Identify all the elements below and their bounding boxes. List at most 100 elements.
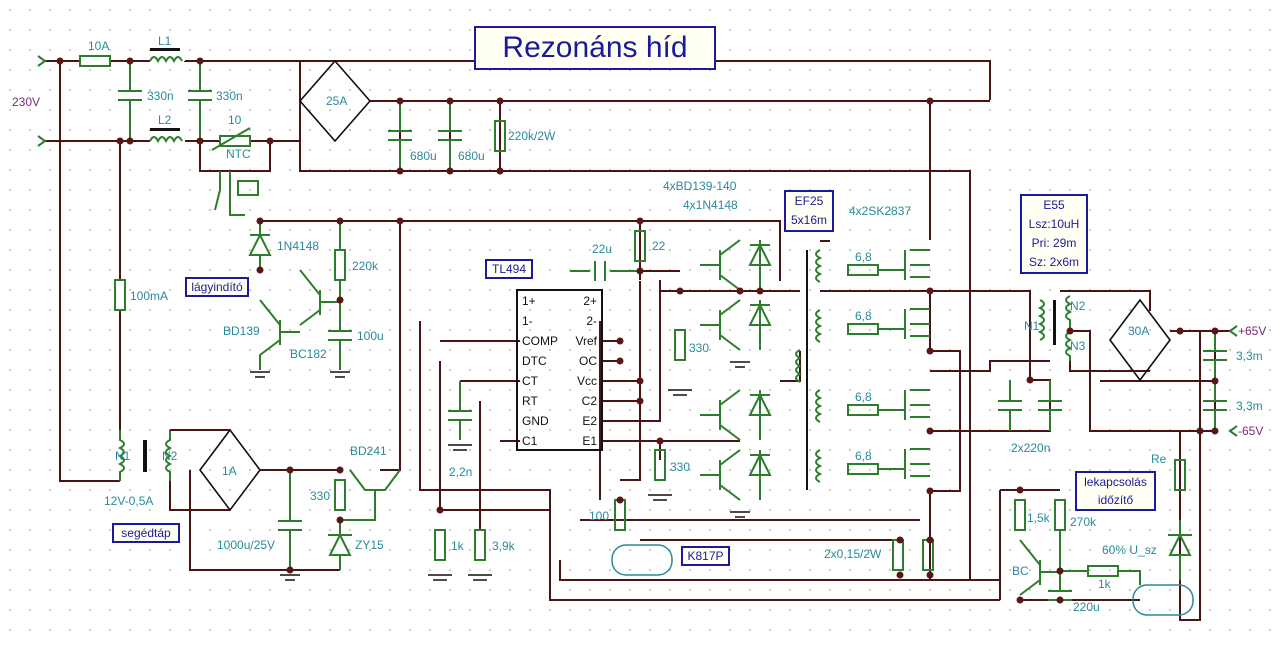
label-bd139-140: 4xBD139-140 <box>663 179 737 193</box>
label-230v: 230V <box>12 95 40 109</box>
label-220k: 220k <box>352 259 379 273</box>
label-330-top: 330 <box>689 341 709 355</box>
label-re: Re <box>1151 452 1167 466</box>
label-gate-res-4: 6,8 <box>855 449 872 463</box>
label-1k-shutdown: 1k <box>1098 577 1112 591</box>
label-bc: BC <box>1012 564 1029 578</box>
label-ntc-value: 10 <box>228 113 242 127</box>
label-shunt: 2x0,15/2W <box>824 547 882 561</box>
label-fuse: 10A <box>88 39 109 53</box>
label-out-n2: N2 <box>1070 299 1086 313</box>
title-box: Rezonáns híd <box>474 26 716 70</box>
label-2-2n: 2,2n <box>449 465 472 479</box>
cap-x2 <box>188 61 212 141</box>
svg-text:E1: E1 <box>582 434 597 448</box>
tl494-pins: 1+ 1- COMP DTC CT RT GND C1 2+ 2- Vref O… <box>522 294 598 448</box>
optocoupler-shutdown <box>1132 584 1194 616</box>
inductor-l1 <box>149 56 183 64</box>
labels: 230V 10A L1 L2 330n 330n 10 NTC 25A 680u… <box>12 34 1266 614</box>
svg-text:E2: E2 <box>582 414 597 428</box>
svg-text:RT: RT <box>522 394 538 408</box>
svg-text:C2: C2 <box>582 394 598 408</box>
terminals[interactable] <box>37 55 1238 437</box>
label-cap-x2: 330n <box>216 89 243 103</box>
label-2sk2837: 4x2SK2837 <box>849 204 911 218</box>
terminal-230v-l <box>37 55 47 67</box>
label-gate-res-1: 6,8 <box>855 250 872 264</box>
shutdown-timer-box: lekapcsolás időzítő <box>1075 471 1156 511</box>
optocoupler-k817p <box>611 544 673 576</box>
label-l1: L1 <box>158 34 172 48</box>
svg-text:DTC: DTC <box>522 354 547 368</box>
label-l2: L2 <box>158 113 172 127</box>
label-zy15: ZY15 <box>355 538 384 552</box>
label-12v: 12V-0,5A <box>104 494 153 508</box>
tl494-box: TL494 <box>485 259 533 279</box>
label-bd139: BD139 <box>223 324 260 338</box>
terminal-230v-n <box>37 135 47 147</box>
svg-text:Vref: Vref <box>575 334 597 348</box>
label-bridge-1a: 1A <box>222 464 237 478</box>
aux-supply-box: segédtáp <box>112 523 180 543</box>
label-cap-x1: 330n <box>147 89 174 103</box>
label-bridge-30a: 30A <box>1128 324 1149 338</box>
softstart-box: lágyindító <box>185 277 249 297</box>
svg-text:1-: 1- <box>522 314 533 328</box>
svg-text:GND: GND <box>522 414 549 428</box>
label-100u: 100u <box>357 329 384 343</box>
svg-text:CT: CT <box>522 374 539 388</box>
label-22u: 22u <box>592 242 612 256</box>
terminal-plus65v <box>1228 325 1238 337</box>
label-4x1n4148: 4x1N4148 <box>683 198 738 212</box>
label-bc182: BC182 <box>290 347 327 361</box>
label-1-5k: 1,5k <box>1027 511 1051 525</box>
label-270k: 270k <box>1070 515 1097 529</box>
components <box>79 48 1227 616</box>
label-out-n1: N1 <box>1024 319 1040 333</box>
ef25-box: EF25 5x16m <box>784 190 834 232</box>
label-22: 22 <box>652 239 666 253</box>
label-100: 100 <box>589 509 609 523</box>
label-aux-n1: N1 <box>115 449 131 463</box>
label-60pct: 60% U_sz <box>1102 543 1157 557</box>
e55-box: E55 Lsz:10uH Pri: 29m Sz: 2x6m <box>1020 194 1088 274</box>
terminal-minus65v <box>1228 425 1238 437</box>
label-cap-bottom: 3,3m <box>1236 399 1263 413</box>
label-bleeder: 220k/2W <box>508 129 556 143</box>
tl494-ic <box>516 289 603 451</box>
label-bd241: BD241 <box>350 444 387 458</box>
label-out-n3: N3 <box>1070 339 1086 353</box>
junctions <box>56 57 1219 604</box>
relay-coil <box>237 180 259 196</box>
page-title: Rezonáns híd <box>502 31 688 64</box>
bridge-1a <box>199 428 261 512</box>
svg-text:1+: 1+ <box>522 294 536 308</box>
label-cap-top: 3,3m <box>1236 349 1263 363</box>
svg-text:COMP: COMP <box>522 334 558 348</box>
label-cap1: 680u <box>410 149 437 163</box>
label-aux-n2: N2 <box>162 449 178 463</box>
svg-text:2+: 2+ <box>583 294 597 308</box>
label-2x220n: 2x220n <box>1011 441 1050 455</box>
svg-text:OC: OC <box>579 354 597 368</box>
label-minus65v: -65V <box>1238 424 1263 438</box>
label-gate-res-2: 6,8 <box>855 309 872 323</box>
label-ntc: NTC <box>226 147 251 161</box>
bridge-25a <box>298 59 372 143</box>
label-330-aux: 330 <box>310 489 330 503</box>
svg-text:2-: 2- <box>586 314 597 328</box>
k817p-box: K817P <box>681 546 730 566</box>
label-3-9k: 3,9k <box>492 539 516 553</box>
label-bridge-25a: 25A <box>326 94 347 108</box>
inductor-l2 <box>149 136 183 144</box>
label-100ma: 100mA <box>130 289 168 303</box>
label-gate-res-3: 6,8 <box>855 390 872 404</box>
label-cap2: 680u <box>458 149 485 163</box>
fuse-10a <box>79 55 111 67</box>
label-330-bottom: 330 <box>670 460 690 474</box>
label-1n4148: 1N4148 <box>277 239 319 253</box>
label-plus65v: +65V <box>1238 324 1266 338</box>
svg-text:Vcc: Vcc <box>577 374 597 388</box>
label-1000u: 1000u/25V <box>217 538 275 552</box>
